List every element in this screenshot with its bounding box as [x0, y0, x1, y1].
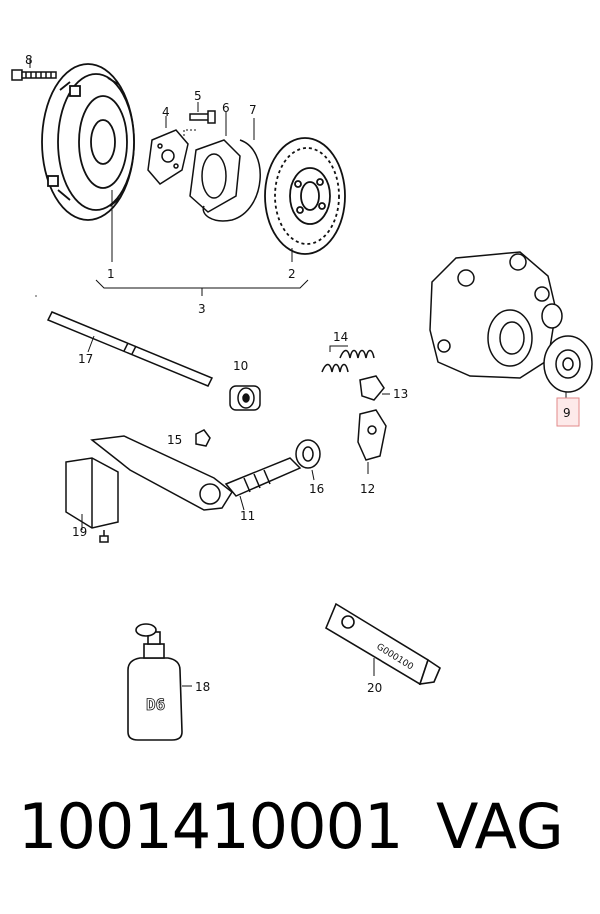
- callout-3: 3: [198, 302, 206, 316]
- callout-1: 1: [107, 267, 115, 281]
- callout-4: 4: [162, 105, 170, 119]
- stray-dot: [35, 295, 37, 297]
- bottle-label: D6: [146, 695, 165, 714]
- part-number: 1001410001: [18, 790, 403, 863]
- callout-13: 13: [393, 387, 408, 401]
- callout-5: 5: [194, 89, 202, 103]
- callout-11: 11: [240, 509, 255, 523]
- callout-18: 18: [195, 680, 210, 694]
- callout-12: 12: [360, 482, 375, 496]
- callout-19: 19: [72, 525, 87, 539]
- diaphragm-part-6: [189, 112, 241, 213]
- clutch-disc-part-2: [264, 137, 346, 262]
- bolt-part-8: [11, 58, 57, 81]
- bracket-part-19: [65, 457, 119, 543]
- release-bearing-part-10: [229, 385, 261, 411]
- callout-6: 6: [222, 101, 230, 115]
- callout-2: 2: [288, 267, 296, 281]
- callout-8: 8: [25, 53, 33, 67]
- callout-10: 10: [233, 359, 248, 373]
- callout-16: 16: [309, 482, 324, 496]
- bushing-part-16: [295, 439, 321, 481]
- callout-14: 14: [333, 330, 348, 344]
- callout-15: 15: [167, 433, 182, 447]
- screw-part-5: [183, 102, 216, 136]
- oil-bottle-part-18: [127, 623, 192, 741]
- clip-part-15: [195, 429, 211, 447]
- callout-7: 7: [249, 103, 257, 117]
- ring-part-7: [202, 118, 261, 222]
- gearbox-housing-part-9: [429, 251, 593, 402]
- assembly-bracket-part-3: [95, 279, 309, 296]
- plate-part-4: [147, 116, 189, 185]
- springs-part-14: [321, 345, 375, 373]
- release-shaft-part-11: [90, 435, 302, 511]
- callout-17: 17: [78, 352, 93, 366]
- clip-part-13: [359, 375, 390, 401]
- grease-tube-part-20: [324, 602, 441, 686]
- pressure-plate-part-1: [41, 63, 135, 262]
- callout-9: 9: [563, 406, 571, 420]
- push-rod-part-17: [46, 311, 214, 387]
- callout-20: 20: [367, 681, 382, 695]
- brand-name: VAG: [436, 790, 564, 863]
- release-fork-part-12: [357, 409, 387, 474]
- highlighted-callout-box: [556, 397, 580, 427]
- exploded-parts-diagram: 8 1 4 5 6 7 2 3 17 14 10 13 15 12 16 11 …: [11, 53, 593, 741]
